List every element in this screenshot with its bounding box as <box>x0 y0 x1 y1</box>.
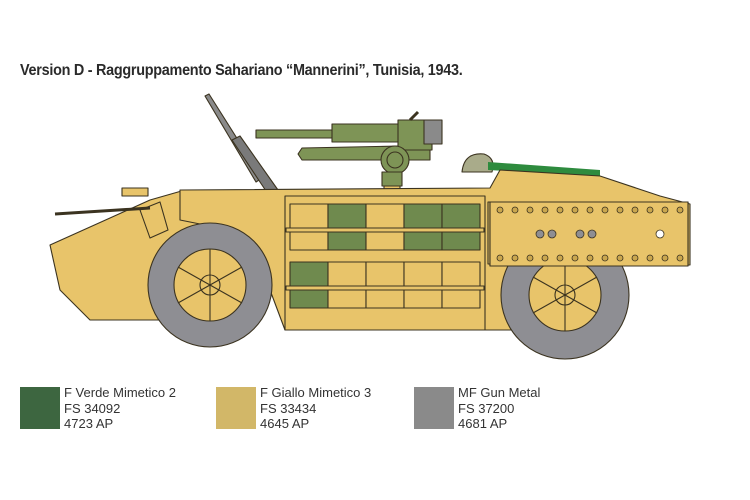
paint-name: MF Gun Metal <box>458 385 541 400</box>
color-swatch <box>20 387 60 429</box>
fs-code: FS 37200 <box>458 400 515 416</box>
vehicle-illustration <box>49 93 691 360</box>
rail-holes <box>496 206 684 262</box>
color-swatch <box>216 387 256 429</box>
page-title: Version D - Raggruppamento Sahariano “Ma… <box>20 62 463 79</box>
paint-name: F Giallo Mimetico 3 <box>260 385 372 400</box>
ap-code: 4681 AP <box>458 416 508 431</box>
color-swatch <box>414 387 454 429</box>
front-wheel <box>147 222 273 348</box>
fs-code: FS 33434 <box>260 400 317 416</box>
camo-net <box>488 162 600 176</box>
jerrycan-rack <box>285 203 485 309</box>
cannon <box>255 110 443 195</box>
fs-code: FS 34092 <box>64 400 121 416</box>
paint-name: F Verde Mimetico 2 <box>64 385 176 400</box>
ap-code: 4723 AP <box>64 416 114 431</box>
rear-wheel <box>489 201 689 360</box>
machine-gun <box>204 93 279 195</box>
ap-code: 4645 AP <box>260 416 310 431</box>
